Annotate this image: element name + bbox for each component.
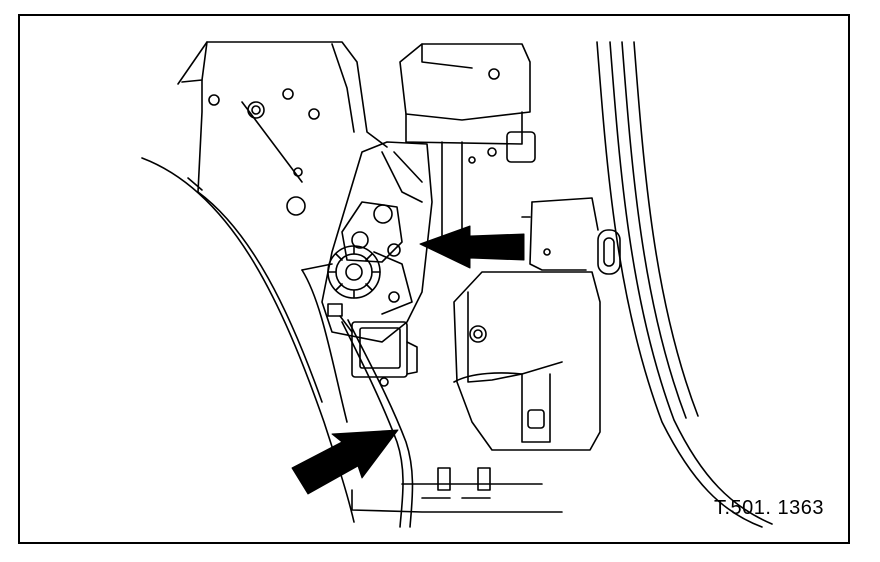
motor-gear bbox=[327, 245, 413, 315]
motor-body bbox=[327, 303, 418, 387]
window-regulator bbox=[301, 141, 433, 423]
arrow-up-right-icon bbox=[291, 429, 399, 495]
lower-bracket bbox=[453, 271, 601, 451]
upper-panel bbox=[177, 41, 388, 216]
arrow-left-icon bbox=[419, 225, 525, 269]
upper-bracket bbox=[399, 43, 536, 248]
wiring-harness bbox=[341, 319, 414, 528]
figure-frame: T.501. 1363 bbox=[18, 14, 850, 544]
right-pillar bbox=[596, 41, 773, 528]
bottom-rail bbox=[351, 467, 563, 513]
wheel-arch bbox=[141, 157, 355, 523]
mid-bracket bbox=[521, 197, 599, 271]
technical-drawing bbox=[141, 41, 773, 528]
figure-reference-code: T.501. 1363 bbox=[713, 497, 824, 519]
